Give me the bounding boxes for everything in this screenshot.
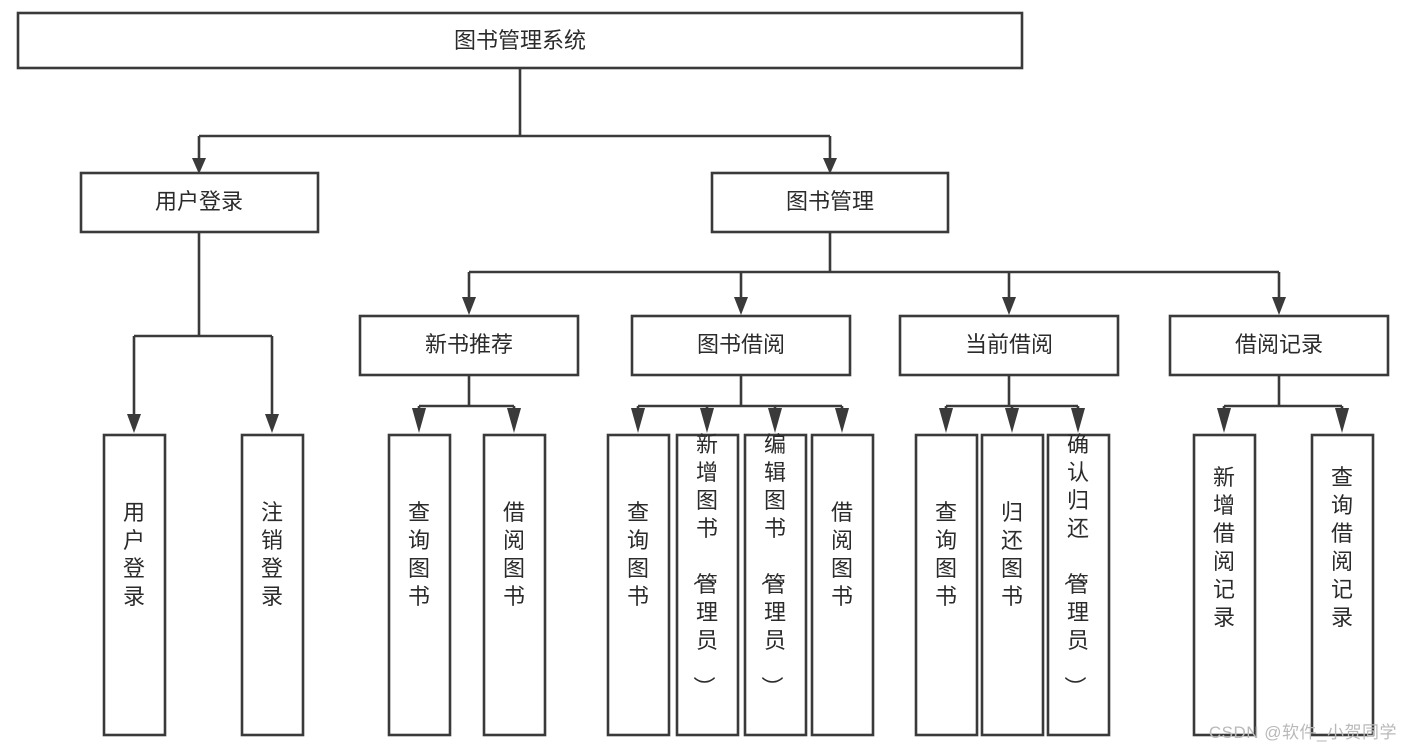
node-root-box[interactable] <box>16 11 1024 70</box>
leaf-user-login-login-box[interactable] <box>102 433 167 737</box>
leaf-current-borrow-return-box[interactable] <box>980 433 1045 737</box>
arrowhead-leaf-user-login <box>127 414 141 433</box>
leaf-borrow-record-add[interactable]: 新增借阅记录 <box>1192 433 1257 737</box>
arrowhead-book-borrow <box>734 297 748 315</box>
node-root-label: 图书管理系统 <box>454 28 586 53</box>
leaf-new-book-query-label: 查询图书 <box>408 500 430 609</box>
connectors-layer <box>127 68 1349 433</box>
arrowhead-br-query-record <box>1335 408 1349 433</box>
leaf-current-borrow-query[interactable]: 查询图书 <box>914 433 979 737</box>
leaf-book-borrow-edit-box[interactable] <box>743 433 808 737</box>
leaf-current-borrow-return[interactable]: 归还图书 <box>980 433 1045 737</box>
leaf-book-borrow-query-label: 查询图书 <box>627 500 649 609</box>
leaf-new-book-query-box[interactable] <box>387 433 452 737</box>
node-book-borrow-label: 图书借阅 <box>697 332 785 357</box>
leaf-current-borrow-query-box[interactable] <box>914 433 979 737</box>
arrowhead-br-add-record <box>1217 408 1231 433</box>
arrowhead-borrow-record <box>1272 297 1286 315</box>
node-root[interactable]: 图书管理系统 <box>16 11 1024 70</box>
arrowhead-nb-query-book <box>412 408 426 433</box>
node-book-manage-box[interactable] <box>710 171 950 234</box>
leaf-user-login-logout[interactable]: 注销登录 <box>240 433 305 737</box>
leaf-current-borrow-query-label: 查询图书 <box>935 500 957 609</box>
leaf-current-borrow-confirm[interactable]: 确认归还（管理员） <box>1046 432 1111 737</box>
arrowhead-new-book <box>462 297 476 315</box>
leaf-user-login-logout-box[interactable] <box>240 433 305 737</box>
leaf-user-login-logout-label: 注销登录 <box>261 500 283 609</box>
leaf-book-borrow-borrow[interactable]: 借阅图书 <box>810 433 875 737</box>
node-borrow-record-box[interactable] <box>1168 314 1390 377</box>
node-new-book-recommend-box[interactable] <box>358 314 580 377</box>
leaf-book-borrow-edit-label: 编辑图书（管理员） <box>759 432 786 698</box>
arrowhead-cb-query-book <box>939 408 953 433</box>
node-book-borrow-box[interactable] <box>630 314 852 377</box>
leaf-book-borrow-add-label: 新增图书（管理员） <box>691 432 718 698</box>
arrowhead-cb-return-book <box>1005 408 1019 433</box>
node-borrow-record[interactable]: 借阅记录 <box>1168 314 1390 377</box>
leaf-borrow-record-query[interactable]: 查询借阅记录 <box>1310 433 1375 737</box>
leaf-book-borrow-query[interactable]: 查询图书 <box>606 433 671 737</box>
node-current-borrow[interactable]: 当前借阅 <box>898 314 1120 377</box>
arrowhead-book-manage <box>823 158 837 174</box>
csdn-watermark: CSDN @软件_小贺同学 <box>1208 723 1397 742</box>
leaf-book-borrow-add-box[interactable] <box>675 433 740 737</box>
arrowhead-current-borrow <box>1002 297 1016 315</box>
node-current-borrow-box[interactable] <box>898 314 1120 377</box>
arrowhead-bb-query-book <box>631 408 645 433</box>
leaf-current-borrow-confirm-box[interactable] <box>1046 433 1111 737</box>
leaf-book-borrow-query-box[interactable] <box>606 433 671 737</box>
arrowhead-user-login <box>192 158 206 174</box>
leaf-borrow-record-add-label: 新增借阅记录 <box>1213 465 1235 630</box>
node-book-borrow[interactable]: 图书借阅 <box>630 314 852 377</box>
arrowhead-bb-edit-book <box>768 408 782 433</box>
leaf-new-book-query[interactable]: 查询图书 <box>387 433 452 737</box>
leaf-book-borrow-edit[interactable]: 编辑图书（管理员） <box>743 432 808 737</box>
node-user-login-box[interactable] <box>79 171 320 234</box>
node-new-book-recommend-label: 新书推荐 <box>425 332 513 357</box>
node-new-book-recommend[interactable]: 新书推荐 <box>358 314 580 377</box>
arrowhead-bb-add-book <box>700 408 714 433</box>
node-current-borrow-label: 当前借阅 <box>965 332 1053 357</box>
leaf-current-borrow-return-label: 归还图书 <box>1001 500 1023 609</box>
node-user-login[interactable]: 用户登录 <box>79 171 320 234</box>
leaf-user-login-login-label: 用户登录 <box>123 500 145 609</box>
leaf-book-borrow-borrow-label: 借阅图书 <box>831 500 853 609</box>
arrowhead-bb-borrow-book <box>835 408 849 433</box>
node-book-manage-label: 图书管理 <box>786 189 874 214</box>
leaf-borrow-record-query-label: 查询借阅记录 <box>1331 465 1353 630</box>
leaf-borrow-record-add-box[interactable] <box>1192 433 1257 737</box>
leaf-new-book-borrow-label: 借阅图书 <box>503 500 525 609</box>
leaf-new-book-borrow[interactable]: 借阅图书 <box>482 433 547 737</box>
leaf-book-borrow-borrow-box[interactable] <box>810 433 875 737</box>
leaf-current-borrow-confirm-label: 确认归还（管理员） <box>1062 432 1089 698</box>
leaf-borrow-record-query-box[interactable] <box>1310 433 1375 737</box>
node-user-login-label: 用户登录 <box>155 189 243 214</box>
node-borrow-record-label: 借阅记录 <box>1235 332 1323 357</box>
arrowhead-leaf-logout <box>265 414 279 433</box>
leaf-new-book-borrow-box[interactable] <box>482 433 547 737</box>
arrowhead-cb-confirm-return <box>1071 408 1085 433</box>
arrowhead-nb-borrow-book <box>507 408 521 433</box>
node-book-manage[interactable]: 图书管理 <box>710 171 950 234</box>
leaf-book-borrow-add[interactable]: 新增图书（管理员） <box>675 432 740 737</box>
leaf-user-login-login[interactable]: 用户登录 <box>102 433 167 737</box>
